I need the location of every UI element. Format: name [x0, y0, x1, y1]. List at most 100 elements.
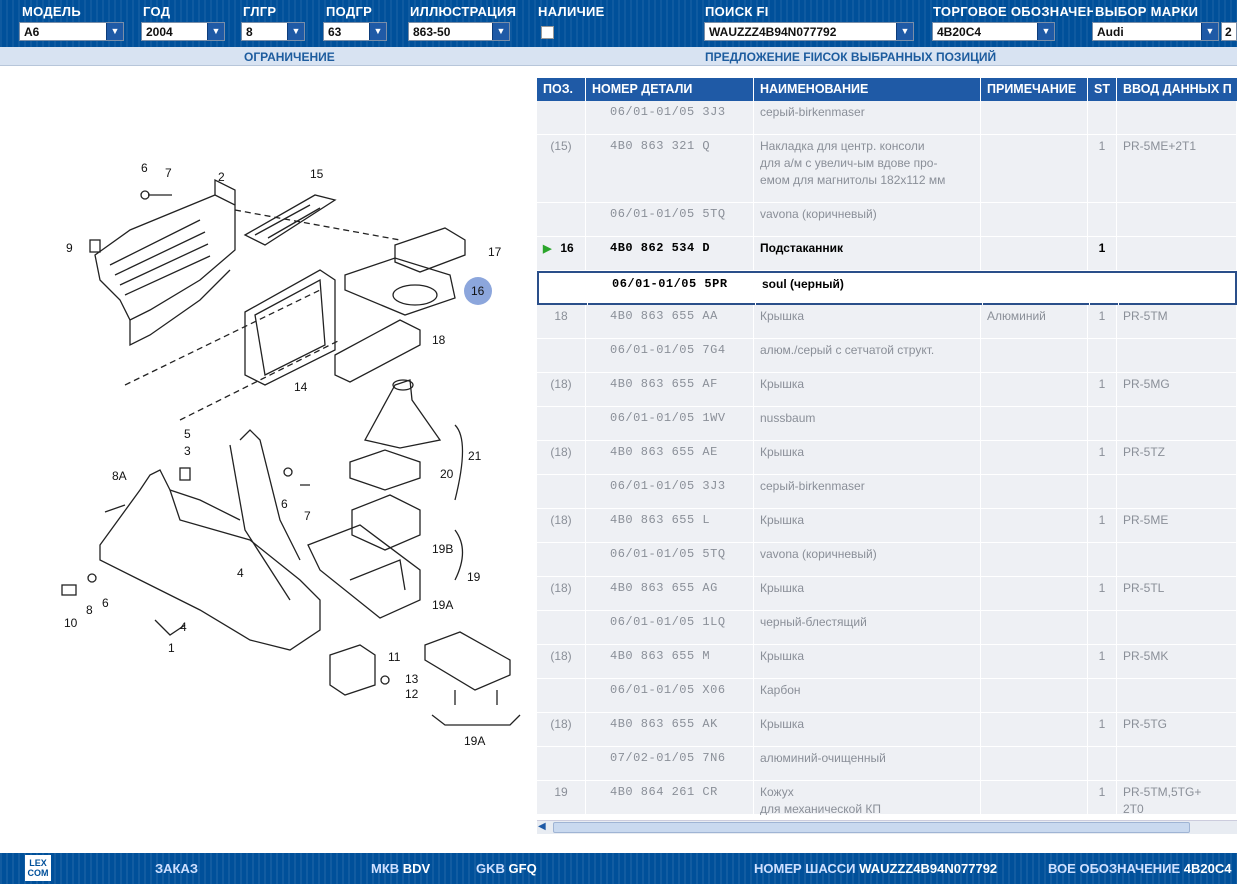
order-button[interactable]: ЗАКАЗ	[155, 861, 198, 876]
group-select[interactable]: 8▼	[241, 22, 305, 41]
cell-part: 4B0 863 655 AE	[586, 441, 754, 475]
cell-name: Крышка	[754, 713, 981, 747]
cell-note	[981, 373, 1088, 407]
table-row[interactable]: 06/01-01/05 5TQ vavona (коричневый)	[537, 203, 1237, 237]
subgroup-select[interactable]: 63 ▼	[323, 22, 387, 41]
cell-pos	[537, 339, 586, 373]
cell-part: 4B0 863 321 Q	[586, 135, 754, 203]
cell-part-text: 07/02-01/05 7N6	[610, 751, 726, 765]
chevron-down-icon[interactable]: ▼	[1201, 23, 1218, 40]
cell-pos: (18)	[537, 373, 586, 407]
cell-st	[1088, 339, 1117, 373]
cell-st: 1	[1088, 237, 1117, 271]
callout-10: 10	[64, 616, 78, 630]
search-select[interactable]: WAUZZZ4B94N077792▼	[704, 22, 914, 41]
lexcom-logo: LEX COM	[25, 855, 51, 881]
cell-name: soul (черный)	[756, 273, 983, 307]
cell-input-text: PR-5TM,5TG+	[1123, 785, 1202, 799]
chevron-down-icon[interactable]: ▼	[106, 23, 123, 40]
chevron-down-icon[interactable]: ▼	[1037, 23, 1054, 40]
cell-part: 06/01-01/05 3J3	[586, 101, 754, 135]
chevron-down-icon[interactable]: ▼	[896, 23, 913, 40]
selected-list-link[interactable]: ПРЕДЛОЖЕНИЕ FIИСОК ВЫБРАННЫХ ПОЗИЦИЙ	[705, 50, 997, 64]
col-st-header[interactable]: ST	[1088, 78, 1117, 101]
col-pos-header[interactable]: ПОЗ.	[537, 78, 586, 101]
cell-name: Подстаканник	[754, 237, 981, 271]
brand-select[interactable]: Audi▼	[1092, 22, 1219, 41]
cell-st-text: 1	[1098, 377, 1106, 391]
subgroup-value: 63	[328, 25, 342, 39]
cell-note	[981, 747, 1088, 781]
cell-note	[981, 101, 1088, 135]
model-value: A6	[24, 25, 40, 39]
cell-st	[1088, 611, 1117, 645]
cell-note	[981, 441, 1088, 475]
cell-input: PR-5TZ	[1117, 441, 1237, 475]
cell-name-text: vavona (коричневый)	[760, 207, 877, 221]
year-select[interactable]: 2004▼	[141, 22, 225, 41]
diagram-labels: 6 7 2 15 9 17 16 18 14 5 3 8A 21 20 6 7 …	[64, 161, 502, 748]
chevron-down-icon[interactable]: ▼	[287, 23, 304, 40]
model-select[interactable]: A6 ▼	[19, 22, 124, 41]
restriction-link[interactable]: ОГРАНИЧЕНИЕ	[244, 50, 335, 64]
cell-pos: (18)	[537, 577, 586, 611]
cell-st	[1088, 101, 1117, 135]
cell-note: Алюминий	[981, 305, 1088, 339]
extra-select[interactable]: 2	[1221, 22, 1237, 41]
callout-4: 4	[237, 566, 244, 580]
cell-part-text: 4B0 864 261 CR	[610, 785, 718, 799]
cell-note	[981, 135, 1088, 203]
scrollbar-thumb[interactable]	[553, 822, 1190, 833]
cell-st	[1090, 273, 1119, 307]
cell-note	[981, 781, 1088, 815]
callout-6: 6	[141, 161, 148, 175]
voe-label: ВОЕ ОБОЗНАЧЕНИЕ	[1048, 861, 1181, 876]
horizontal-scrollbar[interactable]: ◀	[537, 820, 1237, 834]
cell-part: 06/01-01/05 5TQ	[586, 203, 754, 237]
chevron-down-icon[interactable]: ▼	[369, 23, 386, 40]
cell-note	[981, 203, 1088, 237]
cell-part-text: 4B0 863 655 M	[610, 649, 711, 663]
gkb-field: GKB GFQ	[476, 861, 537, 876]
cell-input	[1117, 339, 1237, 373]
cell-name-text: vavona (коричневый)	[760, 547, 877, 561]
scroll-left-icon[interactable]: ◀	[538, 821, 546, 832]
availability-checkbox[interactable]	[541, 26, 554, 39]
cell-name: алюм./серый с сетчатой структ.	[754, 339, 981, 373]
col-name-header[interactable]: НАИМЕНОВАНИЕ	[754, 78, 981, 101]
cell-part: 4B0 863 655 AG	[586, 577, 754, 611]
mkb-value: BDV	[402, 861, 431, 876]
chevron-down-icon[interactable]: ▼	[207, 23, 224, 40]
chevron-down-icon[interactable]: ▼	[492, 23, 509, 40]
col-note-header[interactable]: ПРИМЕЧАНИЕ	[981, 78, 1088, 101]
illustration-select[interactable]: 863-50▼	[408, 22, 510, 41]
col-input-header[interactable]: ВВОД ДАННЫХ П	[1117, 78, 1237, 101]
cell-part-text: 4B0 863 655 AF	[610, 377, 718, 391]
callout-19: 19	[467, 570, 481, 584]
highlight-callout[interactable]	[464, 277, 492, 305]
cell-name: vavona (коричневый)	[754, 543, 981, 577]
col-part-header[interactable]: НОМЕР ДЕТАЛИ	[586, 78, 754, 101]
cell-note	[981, 339, 1088, 373]
cell-input-line2: 2T0	[1123, 802, 1144, 815]
trade-select[interactable]: 4B20C4▼	[932, 22, 1055, 41]
